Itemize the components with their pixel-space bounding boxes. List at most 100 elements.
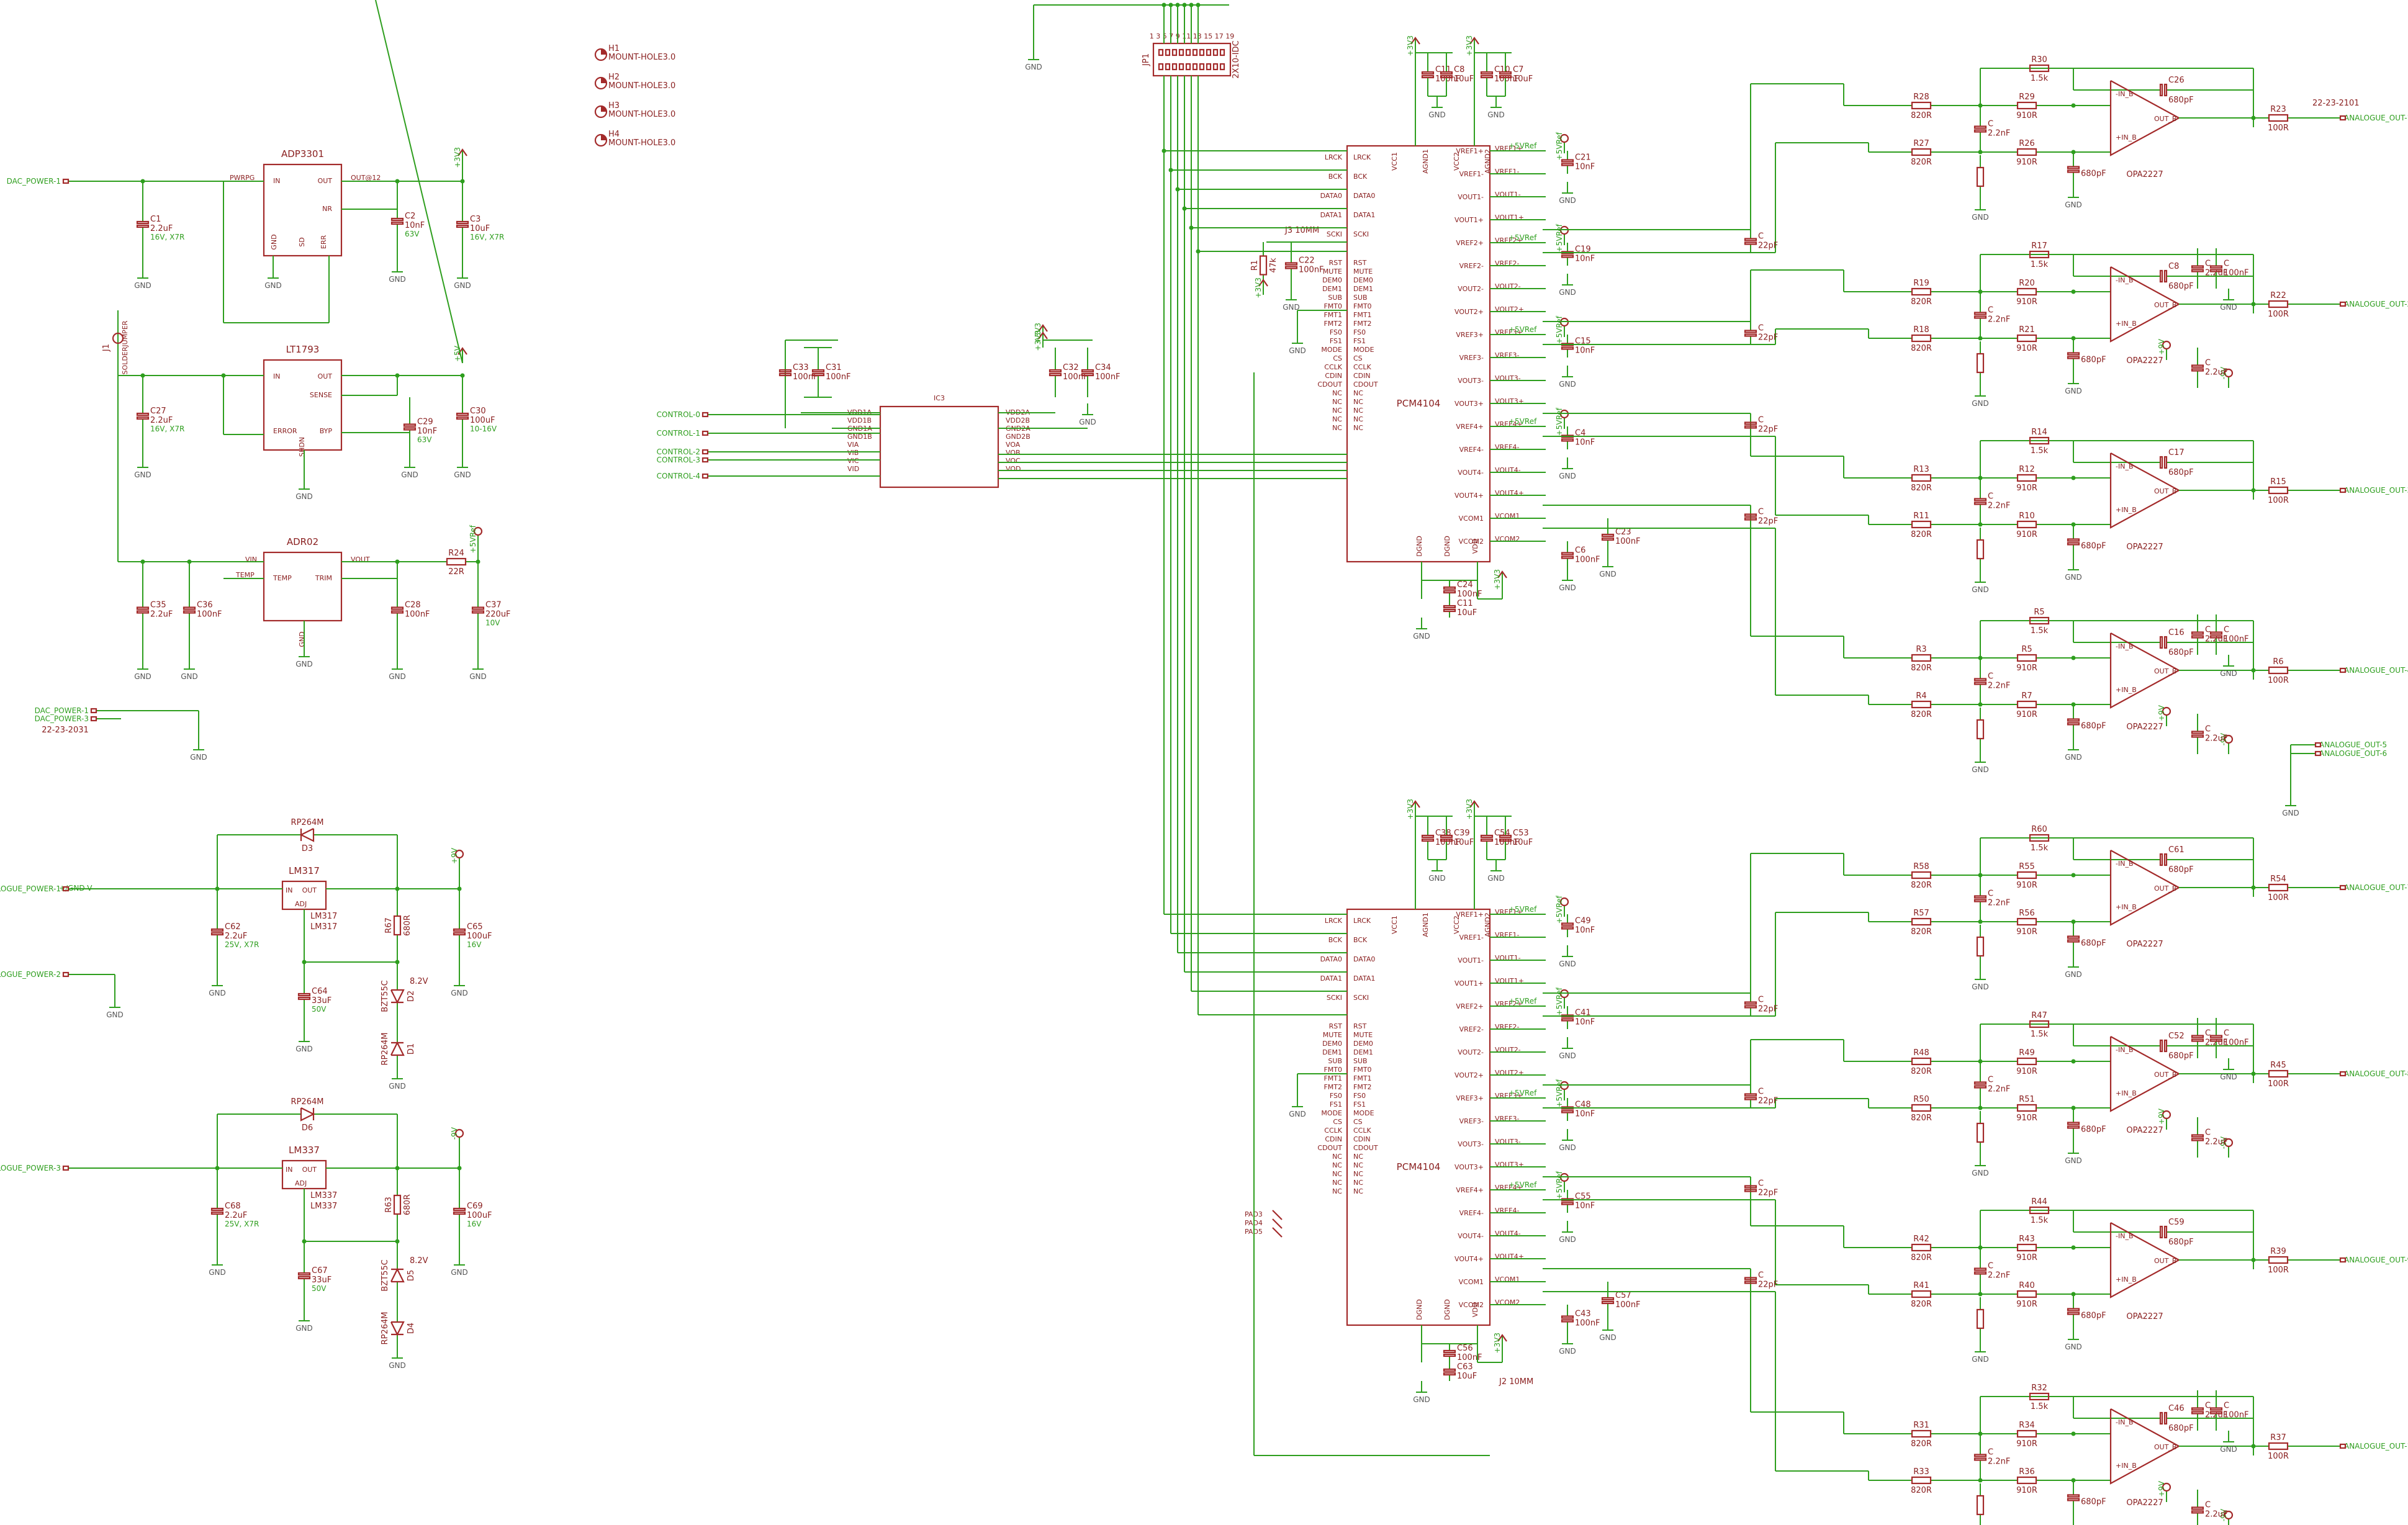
iso-left-pin: VID bbox=[847, 465, 859, 473]
mount-hole-quadrant bbox=[601, 78, 607, 83]
cap-plate bbox=[2067, 356, 2080, 359]
dac-left-pin-outside: DATA1 bbox=[1320, 974, 1342, 983]
junction-dot bbox=[1196, 2, 1201, 7]
cap-plate bbox=[2191, 1506, 2204, 1510]
cap-ref: C59 bbox=[2168, 1218, 2185, 1227]
res-value: 100R bbox=[2268, 496, 2289, 505]
dac-left-pin-outside: NC bbox=[1332, 398, 1342, 406]
dac-left-pin: MUTE bbox=[1353, 1031, 1373, 1039]
net-port bbox=[2339, 301, 2347, 307]
res-value: 820R bbox=[1911, 484, 1932, 493]
cap-value: 22pF bbox=[1758, 1005, 1778, 1014]
cap-value: 680pF bbox=[2168, 1238, 2194, 1247]
cap-plate bbox=[1421, 838, 1435, 842]
cap-ref: C3 bbox=[470, 215, 480, 224]
cap-plate bbox=[2163, 636, 2168, 649]
res-value: 100R bbox=[2268, 1452, 2289, 1461]
cap-ref: C2 bbox=[405, 212, 415, 221]
net-port bbox=[701, 412, 709, 418]
connector-part: 22-23-2101 bbox=[2312, 99, 2360, 108]
res-ref: R21 bbox=[2019, 325, 2035, 335]
cap-plate bbox=[1744, 1189, 1757, 1192]
dac-left-pin-outside: CDIN bbox=[1325, 372, 1342, 380]
dac-right-pin: VOUT4+ bbox=[1454, 492, 1484, 500]
dac-left-pin-outside: FS0 bbox=[1330, 328, 1342, 336]
dac-bottom-pin: DGND bbox=[1443, 1299, 1451, 1320]
resistor bbox=[1911, 1290, 1932, 1298]
res-value: 100R bbox=[2268, 893, 2289, 902]
res-value: 1.5k bbox=[2031, 626, 2049, 636]
supply-arrow bbox=[1497, 570, 1507, 578]
cap-plate bbox=[2159, 456, 2163, 469]
cap-value: 2.2nF bbox=[1988, 502, 2010, 511]
dac-left-pin-outside: FS1 bbox=[1330, 1100, 1342, 1109]
cap-plate bbox=[1561, 556, 1574, 559]
gnd-label: GND bbox=[454, 281, 471, 290]
cap-plate bbox=[1440, 71, 1453, 75]
res-ref: R14 bbox=[2031, 428, 2047, 437]
cap-plate bbox=[2163, 83, 2168, 97]
supply-label: +5VRef bbox=[469, 524, 477, 553]
res-ref: R15 bbox=[2270, 477, 2286, 487]
cap-ref: C48 bbox=[1575, 1100, 1591, 1110]
res-value: 820R bbox=[1911, 664, 1932, 673]
dac-left-pin: MODE bbox=[1353, 1109, 1374, 1117]
supply-label: +3V3 bbox=[1254, 277, 1263, 299]
cap-plate bbox=[1480, 71, 1494, 75]
cap-rating: 25V, X7R bbox=[225, 1220, 259, 1228]
gnd-label: GND bbox=[454, 470, 471, 479]
res-value: 820R bbox=[1911, 1113, 1932, 1123]
junction-dot bbox=[1175, 187, 1180, 192]
opamp-part: OPA2227 bbox=[2126, 1498, 2163, 1508]
res-ref: R45 bbox=[2270, 1061, 2286, 1070]
cap-ref: C43 bbox=[1575, 1310, 1591, 1319]
cap-plate bbox=[1601, 1297, 1615, 1301]
resistor bbox=[2016, 520, 2037, 529]
dac-left-pin: FMT1 bbox=[1353, 1074, 1372, 1082]
gnd-label: GND bbox=[2220, 303, 2237, 312]
cap-rating: 16V bbox=[467, 940, 482, 949]
opamp-pin: -IN_B bbox=[2116, 860, 2134, 868]
res-ref: R48 bbox=[1913, 1048, 1929, 1058]
gnd-label: GND bbox=[209, 989, 226, 997]
cap-ref: C bbox=[1758, 232, 1764, 241]
cap-value: 680pF bbox=[2168, 865, 2194, 875]
pin-label: TRIM bbox=[315, 574, 332, 582]
res-ref: R51 bbox=[2019, 1095, 2035, 1104]
cap-plate bbox=[456, 416, 469, 420]
ic-title: ADP3301 bbox=[281, 148, 324, 160]
net-label: ANALOGUE_OUT-10 bbox=[2344, 1442, 2408, 1451]
cap-plate bbox=[2159, 1039, 2163, 1053]
dac-left-pin: DEM1 bbox=[1353, 1048, 1373, 1056]
res-ref: R29 bbox=[2019, 92, 2035, 102]
dac-left-pin-outside: NC bbox=[1332, 1153, 1342, 1161]
cap-plate bbox=[1443, 605, 1456, 609]
supply-ring-icon bbox=[2224, 368, 2234, 378]
pin-label: OUT bbox=[302, 886, 317, 894]
cap-plate bbox=[1421, 834, 1435, 839]
dac-left-pin-outside: DATA0 bbox=[1320, 192, 1342, 200]
cap-plate bbox=[2067, 718, 2080, 722]
cap-plate bbox=[390, 610, 404, 614]
dac-left-pin-outside: FMT2 bbox=[1323, 1083, 1342, 1091]
dac-left-pin: NC bbox=[1353, 398, 1363, 406]
opamp-pin: -IN_B bbox=[2116, 462, 2134, 470]
res-value: 910R bbox=[2016, 1486, 2037, 1495]
res-value: 22R bbox=[448, 567, 464, 577]
resistor bbox=[2016, 148, 2037, 156]
dac-left-pin-outside: NC bbox=[1332, 1179, 1342, 1187]
dac-right-pin-outside: VOUT2+ bbox=[1495, 305, 1524, 313]
cap-plate bbox=[2163, 853, 2168, 866]
cap-value: 680pF bbox=[2168, 648, 2194, 657]
opamp-pin: OUT_B bbox=[2154, 487, 2176, 495]
gnd-label: GND bbox=[1289, 1110, 1306, 1118]
resistor bbox=[2268, 1069, 2289, 1078]
cap-rating: 50V bbox=[312, 1005, 327, 1014]
res-ref: R22 bbox=[2270, 291, 2286, 300]
dac-right-pin: VREF2+ bbox=[1456, 1002, 1484, 1010]
res-ref: R42 bbox=[1913, 1235, 1929, 1244]
cap-ref: C39 bbox=[1454, 829, 1470, 838]
cap-ref: C17 bbox=[2168, 448, 2185, 457]
gnd-label: GND bbox=[1972, 585, 1989, 594]
